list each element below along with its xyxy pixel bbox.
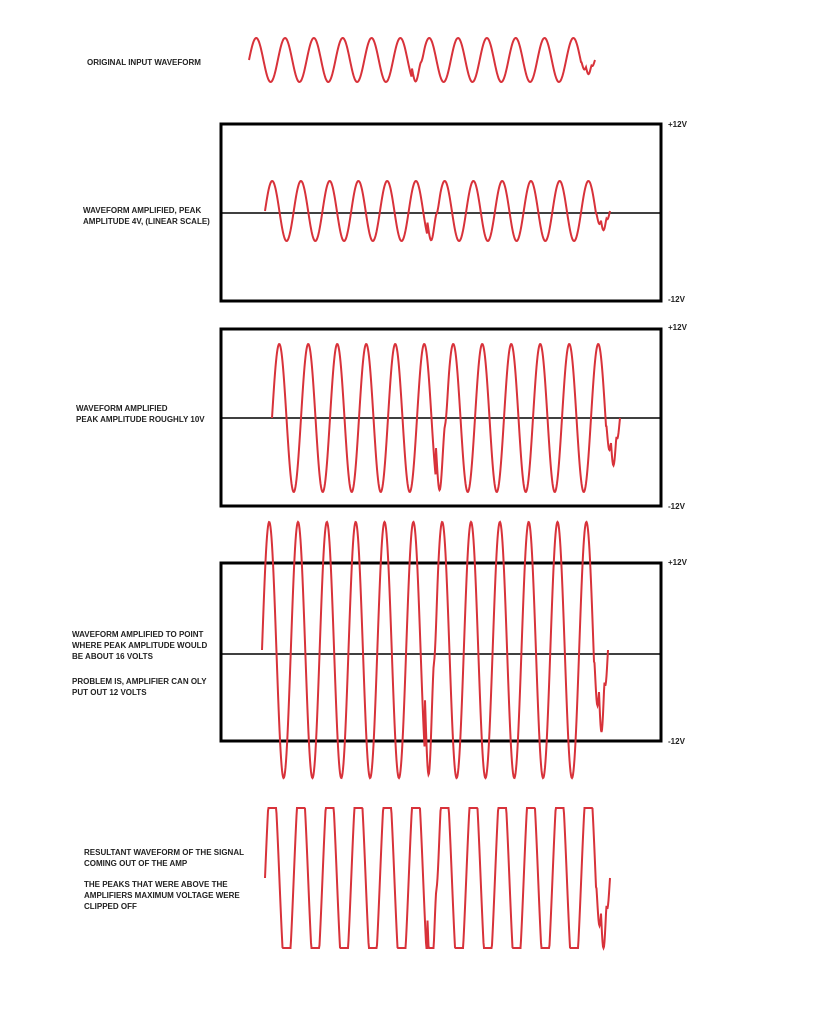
section-label-10v: WAVEFORM AMPLIFIED PEAK AMPLITUDE ROUGHL… (76, 404, 205, 424)
scope-frame-3 (219, 561, 663, 743)
original-waveform (248, 36, 596, 84)
section-label-clipped: RESULTANT WAVEFORM OF THE SIGNAL COMING … (84, 848, 244, 868)
plus-12v-label: +12V (668, 323, 687, 332)
section-label-4v: WAVEFORM AMPLIFIED, PEAK AMPLITUDE 4V, (… (83, 206, 210, 226)
plus-12v-label: +12V (668, 120, 687, 129)
minus-12v-label: -12V (668, 737, 685, 746)
minus-12v-label: -12V (668, 502, 685, 511)
section-note-clipped: THE PEAKS THAT WERE ABOVE THE AMPLIFIERS… (84, 880, 240, 911)
section-label-16v: WAVEFORM AMPLIFIED TO POINT WHERE PEAK A… (72, 630, 208, 661)
minus-12v-label: -12V (668, 295, 685, 304)
plus-12v-label: +12V (668, 558, 687, 567)
section-label-original: ORIGINAL INPUT WAVEFORM (87, 58, 201, 67)
clipped-waveform (264, 807, 611, 951)
amplified-16v-waveform (261, 520, 609, 780)
amplified-10v-waveform (271, 343, 621, 493)
amplified-4v-waveform (264, 179, 611, 243)
section-note-16v: PROBLEM IS, AMPLIFIER CAN OLY PUT OUT 12… (72, 677, 207, 697)
